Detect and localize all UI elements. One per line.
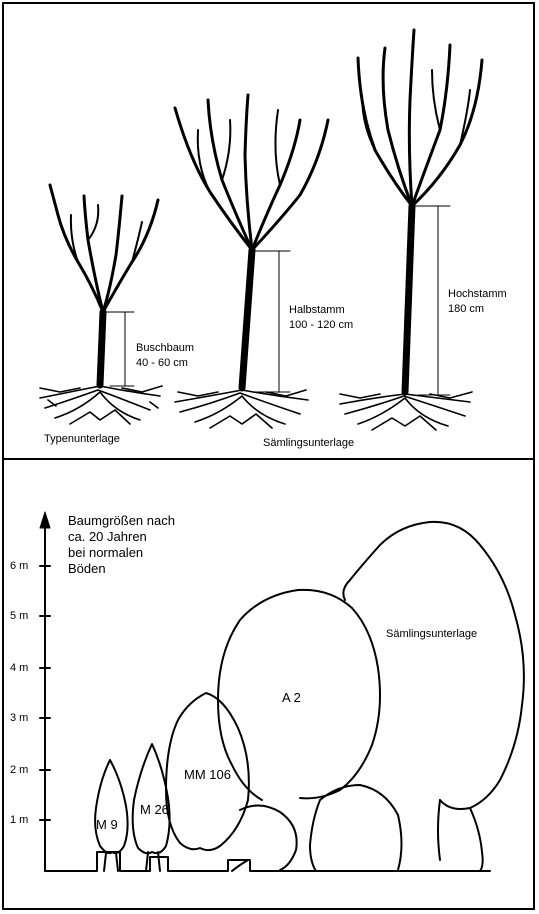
y-tick-1m: 1 m bbox=[10, 813, 28, 827]
label-mm106: MM 106 bbox=[184, 767, 231, 783]
tree-outline-saemling bbox=[343, 522, 524, 809]
y-tick-2m: 2 m bbox=[10, 763, 28, 777]
label-m9: M 9 bbox=[96, 817, 118, 833]
lower-crown-a2 bbox=[310, 785, 402, 871]
y-axis bbox=[40, 512, 50, 871]
chart-title-line-4: Böden bbox=[68, 561, 106, 577]
roots-halbstamm bbox=[175, 390, 308, 428]
chart-title-line-2: ca. 20 Jahren bbox=[68, 529, 147, 545]
y-tick-5m: 5 m bbox=[10, 609, 28, 623]
buschbaum-height-label: 40 - 60 cm bbox=[136, 356, 188, 370]
buschbaum-measure bbox=[106, 312, 134, 386]
trunk-m9 bbox=[104, 853, 118, 871]
lower-crown-saemling bbox=[438, 800, 483, 871]
halbstamm-label: Halbstamm bbox=[289, 303, 345, 317]
buschbaum-tree bbox=[50, 185, 158, 385]
trunk-m26 bbox=[146, 852, 160, 871]
chart-title-line-3: bei normalen bbox=[68, 545, 143, 561]
hochstamm-measure bbox=[414, 206, 450, 395]
tree-outline-m9 bbox=[95, 760, 128, 853]
halbstamm-height: 100 - 120 cm bbox=[289, 319, 353, 331]
hochstamm-height-label: 180 cm bbox=[448, 302, 484, 316]
halbstamm-measure bbox=[254, 251, 290, 392]
hochstamm-tree bbox=[358, 30, 482, 392]
halbstamm-tree bbox=[175, 95, 328, 388]
hochstamm-name: Hochstamm bbox=[448, 288, 507, 300]
buschbaum-height: 40 - 60 cm bbox=[136, 357, 188, 369]
y-tick-4m: 4 m bbox=[10, 661, 28, 675]
label-saemlingsunterlage: Sämlingsunterlage bbox=[386, 627, 477, 641]
hochstamm-height: 180 cm bbox=[448, 303, 484, 315]
hochstamm-label: Hochstamm bbox=[448, 287, 507, 301]
saemlingsunterlage-text-top: Sämlingsunterlage bbox=[263, 437, 354, 449]
roots-typen bbox=[40, 386, 162, 424]
y-tick-6m: 6 m bbox=[10, 559, 28, 573]
ground-line bbox=[45, 852, 490, 871]
typenunterlage-text: Typenunterlage bbox=[44, 433, 120, 445]
halbstamm-height-label: 100 - 120 cm bbox=[289, 318, 353, 332]
chart-title-line-1: Baumgrößen nach bbox=[68, 513, 175, 529]
halbstamm-name: Halbstamm bbox=[289, 304, 345, 316]
buschbaum-label: Buschbaum bbox=[136, 341, 194, 355]
y-tick-3m: 3 m bbox=[10, 711, 28, 725]
saemlingsunterlage-label-top: Sämlingsunterlage bbox=[263, 436, 354, 450]
typenunterlage-label: Typenunterlage bbox=[44, 432, 120, 446]
label-m26: M 26 bbox=[140, 802, 169, 818]
buschbaum-name: Buschbaum bbox=[136, 342, 194, 354]
tree-outline-m26 bbox=[133, 744, 170, 853]
roots-hochstamm bbox=[340, 392, 472, 430]
label-a2: A 2 bbox=[282, 690, 301, 706]
